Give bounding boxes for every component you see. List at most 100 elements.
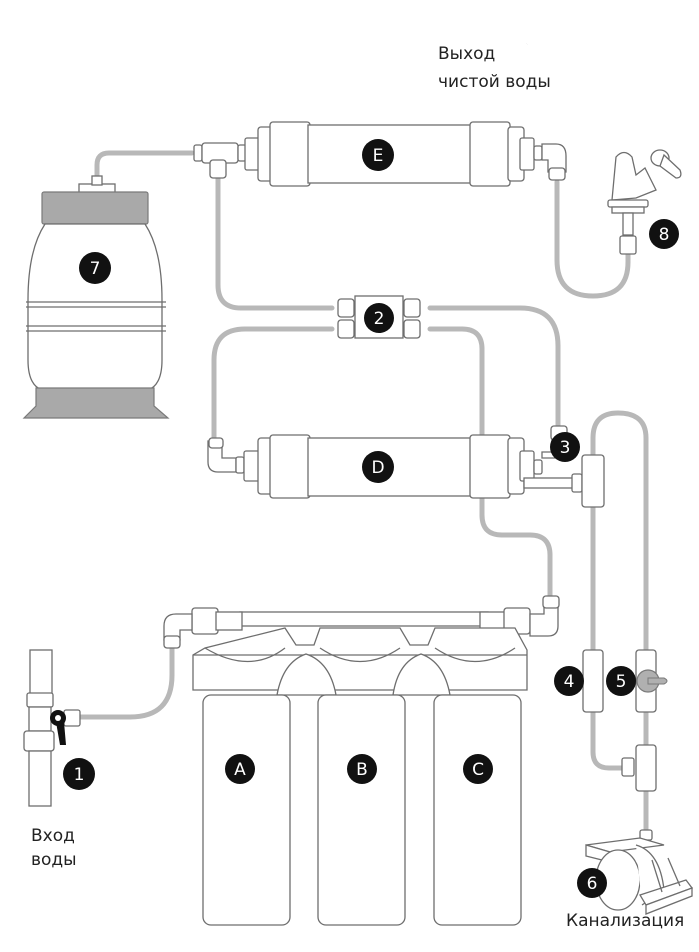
pipe-nut [26, 692, 54, 708]
housing-end [469, 121, 511, 187]
prefilter-unit [163, 595, 560, 926]
fitting [548, 167, 566, 181]
valve-body [28, 706, 52, 732]
badge-8: 8 [649, 219, 679, 249]
faucet [525, 21, 682, 255]
badge-circle [364, 303, 394, 333]
badge-label: B [356, 760, 368, 780]
head-curve [204, 647, 286, 663]
fitting [533, 459, 543, 475]
badge-circle [362, 139, 394, 171]
badge-label: 2 [374, 309, 385, 329]
tube-restrictor-to-lower-tee [590, 709, 625, 771]
badge-circle [225, 754, 255, 784]
badge-3: 3 [550, 432, 580, 462]
head-bracket [276, 653, 337, 696]
water-pipe [28, 750, 52, 807]
valve-screw [55, 715, 61, 721]
head-curve [434, 647, 516, 663]
tank-top-cap [41, 191, 149, 225]
badge-label: 1 [74, 765, 85, 785]
water-inlet-label-line2: воды [31, 850, 77, 870]
fitting [337, 319, 355, 339]
pipe-nut [23, 730, 55, 752]
drain-pipe-stub [523, 477, 575, 489]
manifold-fitting [479, 611, 507, 631]
water-outlet-label-line2: чистой воды [438, 72, 551, 92]
badge-circle [550, 432, 580, 462]
manifold-fitting [215, 611, 243, 631]
badge-1: 1 [63, 758, 95, 790]
clamp-rib [667, 857, 681, 887]
fitting [337, 298, 355, 318]
housing-c [433, 694, 522, 926]
tube-drain-loop [590, 410, 649, 653]
faucet-spout-outline [526, 23, 619, 161]
fitting [403, 319, 421, 339]
tube-block2-to-3 [427, 305, 561, 428]
fitting [621, 757, 635, 777]
fitting [235, 456, 245, 474]
elbow-fitting [207, 440, 237, 473]
tube-tank-to-tee [94, 150, 195, 178]
head-bracket [392, 653, 451, 696]
drain-clamp [585, 829, 694, 915]
membrane-d [207, 425, 605, 508]
end-cap-nut [519, 137, 535, 171]
storage-tank [22, 175, 170, 419]
water-outlet-label-line1: Выход [438, 44, 495, 64]
tee-fitting [635, 744, 657, 792]
elbow-fitting [529, 603, 559, 637]
badge-c: C [463, 754, 493, 784]
fitting [208, 437, 224, 449]
valve-outlet [63, 709, 81, 727]
badge-label: A [234, 760, 246, 780]
badge-circle [606, 666, 636, 696]
faucet-spout [525, 21, 621, 161]
tee-fitting [581, 454, 605, 508]
badge-2: 2 [364, 303, 394, 333]
housing-end [469, 434, 511, 499]
badge-circle [577, 868, 607, 898]
flush-valve-lever [647, 677, 668, 685]
badge-6: 6 [577, 868, 607, 898]
manifold-rail [239, 611, 489, 627]
housing-b [317, 694, 406, 926]
housing-a [202, 694, 291, 926]
fitting [193, 144, 203, 162]
water-inlet-label-line1: Вход [31, 826, 75, 846]
fitting [533, 145, 543, 161]
inlet-valve [23, 649, 81, 807]
fitting [542, 595, 560, 609]
badge-circle [463, 754, 493, 784]
badge-d: D [362, 451, 394, 483]
faucet-body [611, 151, 657, 201]
faucet-base [607, 199, 649, 208]
fitting [209, 159, 227, 179]
fitting [571, 473, 583, 493]
tube-block2-to-c-outlet [427, 326, 553, 600]
badge-circle [649, 219, 679, 249]
badge-a: A [225, 754, 255, 784]
badge-circle [554, 666, 584, 696]
badge-circle [362, 451, 394, 483]
badge-label: 3 [560, 438, 571, 458]
badge-label: 6 [587, 874, 598, 894]
valve-lever [56, 722, 66, 745]
manifold-fitting [191, 607, 219, 635]
elbow-fitting [541, 143, 567, 173]
end-cap-nut [519, 450, 535, 482]
tank-base [22, 387, 170, 419]
head-curve [319, 647, 401, 663]
badge-label: C [472, 760, 484, 780]
tank-nozzle [91, 175, 103, 186]
tube-e-to-faucet [554, 179, 631, 299]
tubes [77, 150, 649, 833]
badge-circle [79, 252, 111, 284]
prefilter-head [192, 627, 528, 691]
badge-label: D [371, 458, 384, 478]
fitting [163, 635, 181, 649]
badge-label: 7 [90, 259, 101, 279]
badge-7: 7 [79, 252, 111, 284]
badges: 1 2 3 4 5 6 7 8 [63, 139, 679, 898]
